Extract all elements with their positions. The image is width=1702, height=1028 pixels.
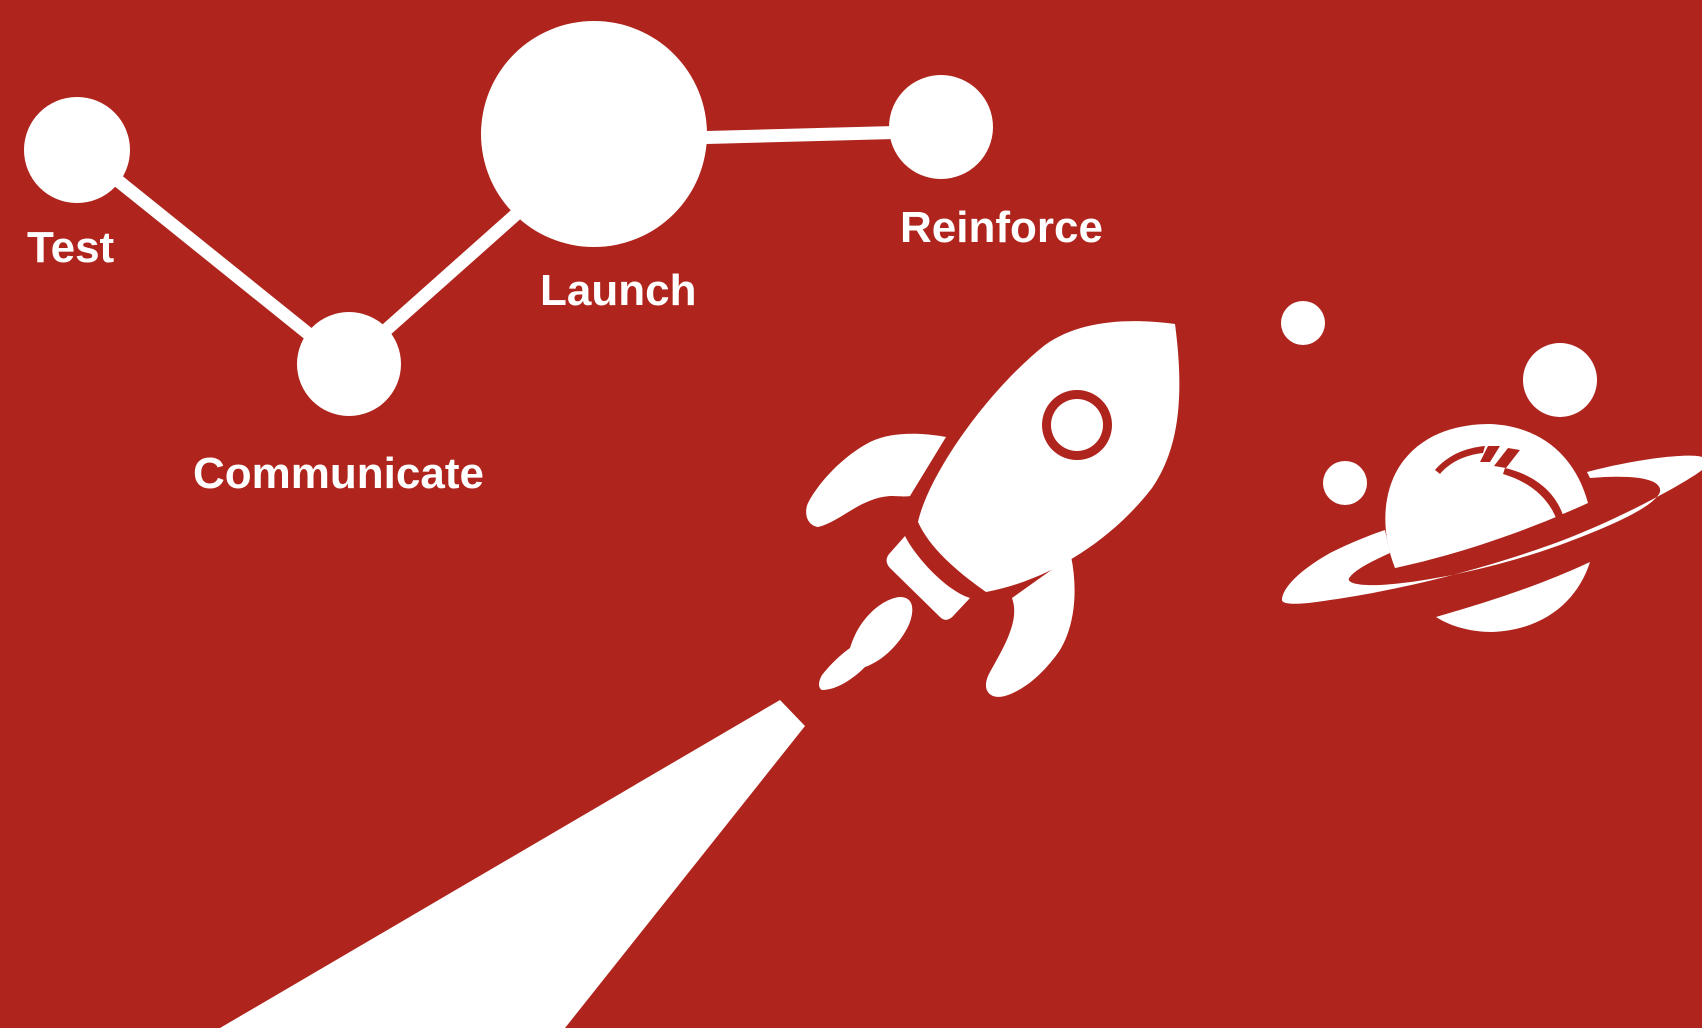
node-reinforce bbox=[889, 75, 993, 179]
stage-label-communicate: Communicate bbox=[193, 449, 484, 498]
node-launch bbox=[481, 21, 707, 247]
node-communicate bbox=[297, 312, 401, 416]
planet-ring bbox=[1282, 455, 1702, 604]
process-labels: Test Communicate Launch Reinforce bbox=[27, 203, 1103, 498]
planet-stripe bbox=[1480, 446, 1500, 462]
stage-label-reinforce: Reinforce bbox=[900, 203, 1103, 252]
planet-stripe bbox=[1494, 448, 1520, 468]
rocket-fin-left bbox=[806, 433, 946, 527]
moon-large bbox=[1523, 343, 1597, 417]
process-nodes bbox=[24, 21, 993, 416]
planet-upper-half bbox=[1385, 424, 1588, 568]
connector-test-communicate bbox=[89, 156, 343, 363]
planet-stripe bbox=[1435, 446, 1485, 474]
planet-lower-half bbox=[1436, 562, 1590, 632]
node-test bbox=[24, 97, 130, 203]
rocket-fin-right bbox=[985, 556, 1075, 697]
rocket-window-glass bbox=[1051, 399, 1103, 451]
moon-small bbox=[1281, 301, 1325, 345]
rocket-exhaust-beam bbox=[220, 700, 805, 1028]
planet-stripe bbox=[1503, 468, 1563, 518]
ringed-planet-icon bbox=[1281, 301, 1702, 632]
stage-label-launch: Launch bbox=[540, 266, 696, 315]
rocket-flame bbox=[819, 597, 913, 690]
rocket-nozzle bbox=[886, 536, 970, 620]
stage-label-test: Test bbox=[27, 223, 115, 272]
moon-medium bbox=[1323, 461, 1367, 505]
rocket-icon bbox=[806, 321, 1180, 697]
